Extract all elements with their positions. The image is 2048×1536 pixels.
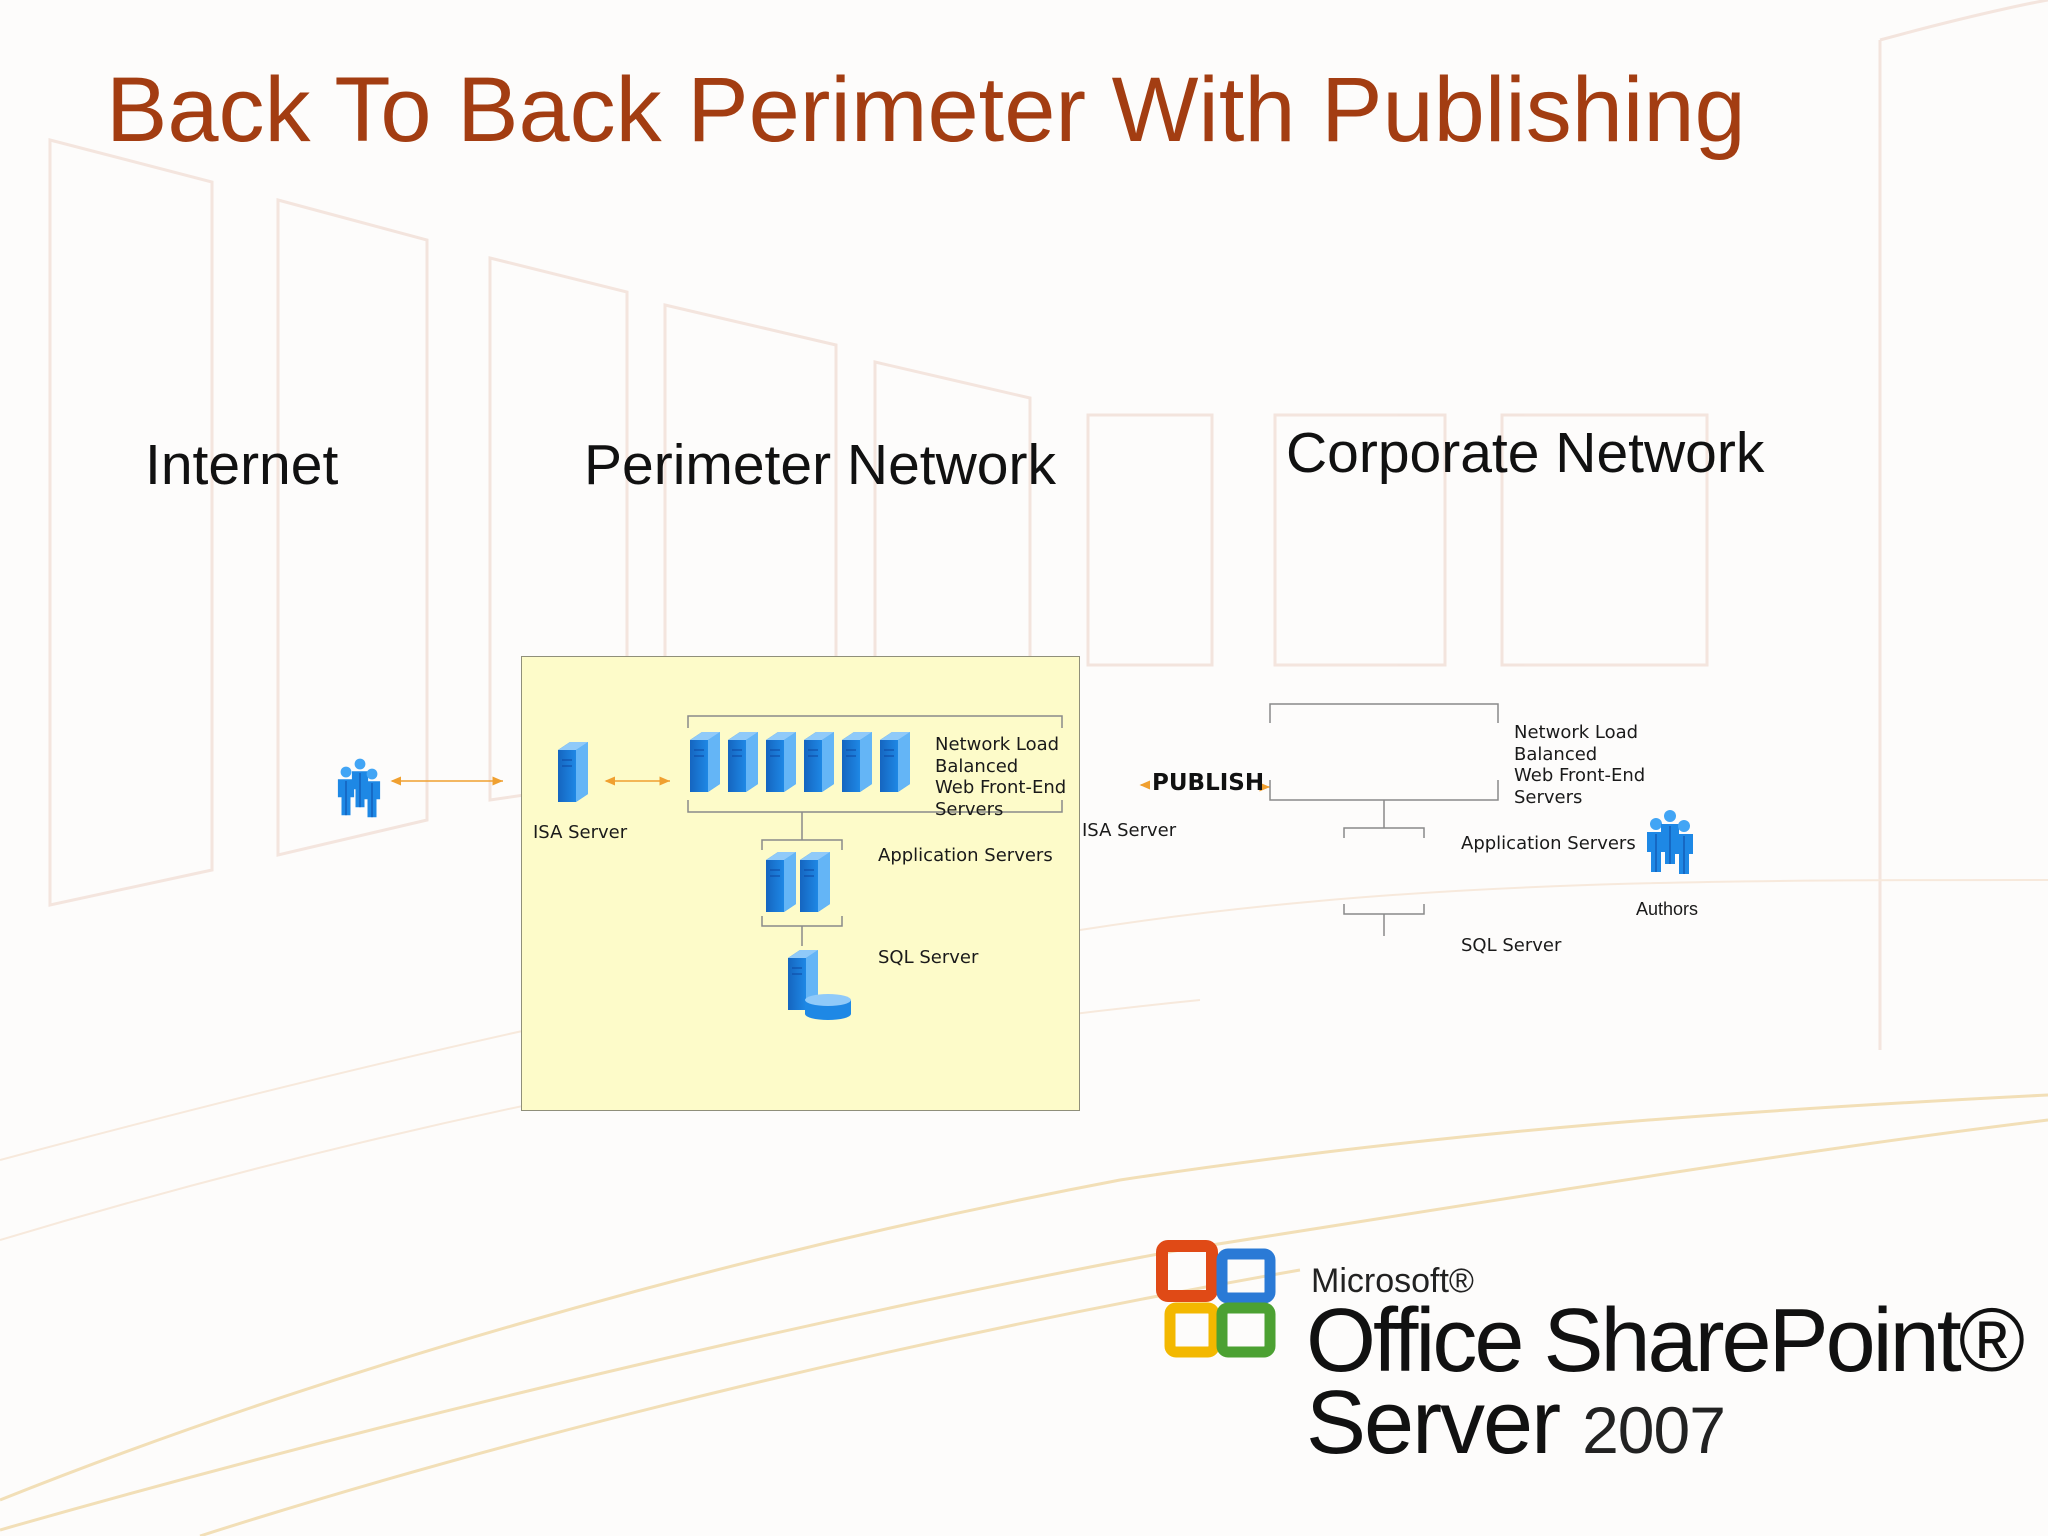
zone-label-perimeter: Perimeter Network [584, 433, 1056, 497]
corporate-nlb-label: Network Load Balanced Web Front-End Serv… [1514, 722, 1645, 808]
slide-title: Back To Back Perimeter With Publishing [106, 59, 1746, 161]
logo-year-text: 2007 [1582, 1393, 1726, 1467]
corporate-nlb-line1: Network Load [1514, 722, 1639, 743]
perimeter-nlb-line4: Servers [935, 798, 1004, 820]
internet-users-icon [337, 758, 381, 818]
corporate-nlb-line4: Servers [1514, 786, 1583, 808]
corp-app-bracket [1343, 827, 1425, 838]
perimeter-app-servers-label: Application Servers [878, 845, 1053, 866]
corporate-nlb-line2: Balanced [1514, 743, 1598, 765]
web-front-end-servers-icon [689, 731, 911, 793]
perimeter-nlb-line1: Network Load [935, 734, 1060, 755]
isa-server-icon [557, 741, 589, 803]
logo-office-sharepoint-text: Office SharePoint® [1306, 1291, 2025, 1391]
logo-server-text: Server [1306, 1373, 1561, 1473]
zone-label-internet: Internet [145, 433, 339, 497]
perimeter-nlb-line2: Balanced [935, 755, 1019, 777]
office-logo-icon [1156, 1240, 1276, 1358]
corp-sql-bracket [1343, 904, 1425, 915]
authors-icon [1646, 809, 1694, 875]
logo-microsoft-text: Microsoft® [1311, 1262, 1474, 1300]
corporate-nlb-line3: Web Front-End [1514, 765, 1646, 786]
application-servers-icon [765, 851, 831, 913]
corp-nlb-bracket [1269, 703, 1499, 801]
nlb-bracket [687, 715, 1063, 813]
corporate-isa-server-label: ISA Server [1082, 820, 1177, 841]
sql-server-icon [787, 949, 851, 1020]
perimeter-sql-server-label: SQL Server [878, 947, 979, 968]
perimeter-nlb-label: Network Load Balanced Web Front-End Serv… [935, 734, 1066, 820]
authors-label: Authors [1636, 899, 1699, 919]
corporate-sql-server-label: SQL Server [1461, 935, 1562, 956]
perimeter-isa-server-label: ISA Server [533, 822, 628, 843]
corporate-app-servers-label: Application Servers [1461, 833, 1636, 854]
logo-server-line: Server 2007 [1306, 1372, 1726, 1475]
publish-label: PUBLISH [1152, 770, 1265, 796]
zone-label-corporate: Corporate Network [1286, 421, 1765, 485]
perimeter-nlb-line3: Web Front-End [935, 777, 1067, 798]
